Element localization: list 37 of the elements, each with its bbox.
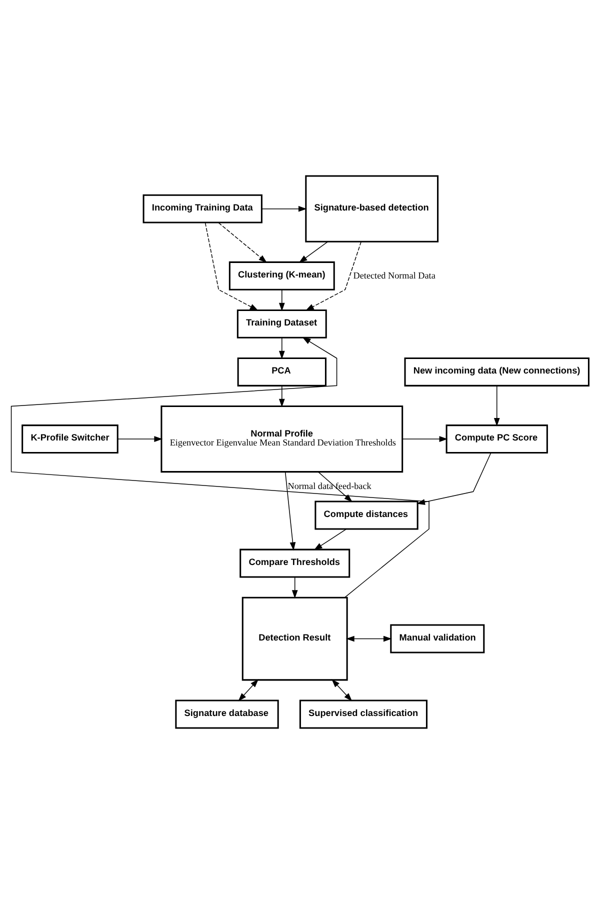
node-box: PCA — [237, 356, 326, 386]
node-box: K-Profile Switcher — [22, 424, 118, 454]
node-box: Signature-based detection — [305, 174, 439, 242]
node-box: Normal Profile Eigenvector Eigenvalue Mean Standard Deviation Thresholds — [160, 405, 404, 472]
node-box: Clustering (K-mean) — [228, 260, 335, 290]
arrow — [238, 678, 259, 701]
arrow — [10, 336, 430, 598]
arrow — [292, 576, 298, 598]
node-box: Compute distances — [314, 500, 418, 530]
arrow — [416, 452, 492, 504]
node-box: Training Dataset — [236, 308, 327, 338]
arrow — [318, 471, 352, 502]
arrow — [204, 222, 258, 310]
arrow — [332, 678, 352, 701]
arrow — [402, 436, 448, 442]
edge-label: Detected Normal Data — [353, 270, 436, 280]
node-box: Detection Result — [242, 596, 348, 680]
arrow — [306, 240, 362, 310]
arrow — [284, 471, 296, 550]
node-box: Incoming Training Data — [142, 194, 262, 223]
arrow — [494, 385, 500, 426]
arrow — [278, 289, 285, 311]
node-box: Supervised classification — [299, 699, 428, 728]
arrow — [346, 635, 392, 642]
arrow — [117, 436, 163, 442]
node-box: Compare Thresholds — [240, 548, 350, 578]
node-box: Compute PC Score — [446, 424, 548, 454]
node-box: Signature database — [175, 699, 279, 728]
arrow — [298, 240, 328, 262]
edge-label: Normal data feed-back — [288, 480, 372, 491]
arrow — [278, 337, 285, 359]
arrow — [278, 385, 285, 407]
node-box: New incoming data (New connections) — [404, 356, 590, 386]
arrow — [261, 205, 307, 212]
node-box: Manual validation — [390, 624, 485, 653]
arrow — [314, 528, 347, 550]
arrow — [218, 222, 268, 262]
